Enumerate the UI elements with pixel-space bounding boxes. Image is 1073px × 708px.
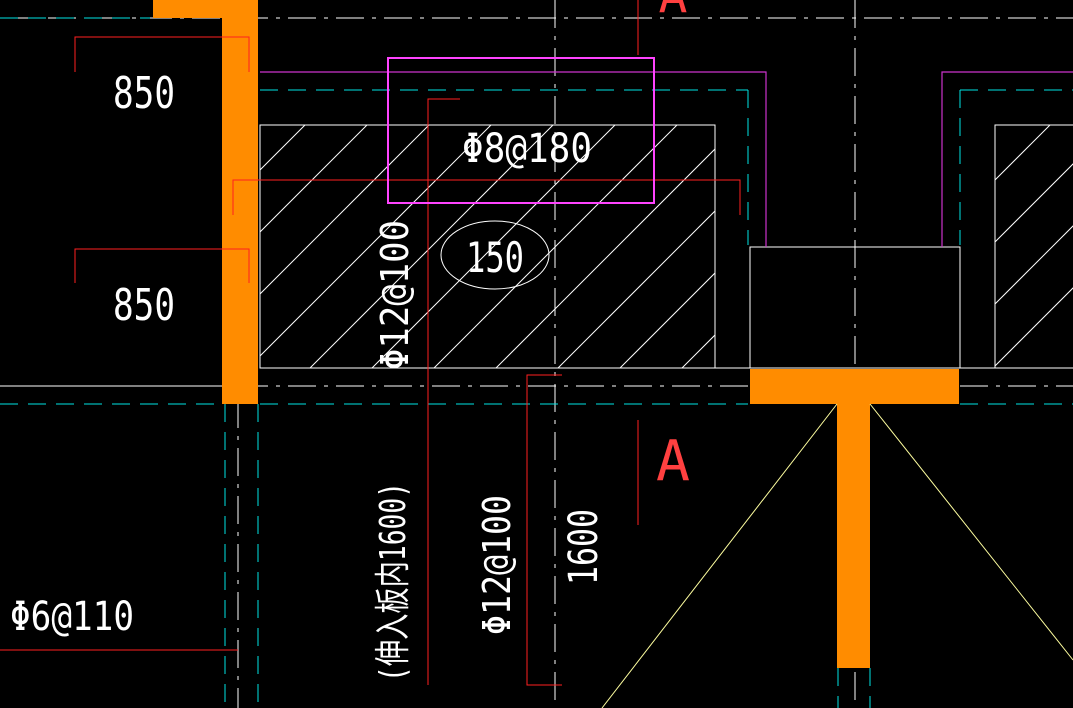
yellow-diagonals — [601, 403, 1073, 708]
section-mark-bottom[interactable]: A — [656, 429, 690, 494]
rebar-label-right-vertical[interactable]: Φ12@100 — [475, 495, 519, 635]
extend-note-label[interactable]: (伸入板内1600) — [373, 482, 414, 682]
slab-edge-lines — [0, 367, 1073, 387]
wall-column — [837, 404, 870, 668]
section-mark-top[interactable]: A — [659, 0, 688, 24]
red-dimension-lines — [0, 0, 741, 686]
wall-sections — [153, 0, 959, 668]
rebar-label-left-vertical[interactable]: Φ12@100 — [373, 220, 417, 370]
selection-box[interactable] — [387, 57, 655, 204]
dim-label-mid[interactable]: 850 — [113, 280, 175, 331]
thickness-ellipse — [440, 220, 550, 290]
wall-left — [153, 0, 258, 404]
slab-thickness-label[interactable]: 150 — [466, 233, 524, 282]
rebar-label-bottom-left[interactable]: Φ6@110 — [10, 594, 134, 640]
magenta-lines — [260, 71, 1073, 247]
hatched-slab-left — [259, 124, 716, 369]
span-dim-label[interactable]: 1600 — [561, 509, 607, 585]
cyan-dashed-lines — [0, 17, 1073, 708]
rebar-label-top[interactable]: Φ8@180 — [462, 126, 592, 172]
dim-label-top[interactable]: 850 — [113, 68, 175, 119]
hatched-slab-right — [994, 124, 1073, 369]
wall-beam — [750, 369, 959, 404]
